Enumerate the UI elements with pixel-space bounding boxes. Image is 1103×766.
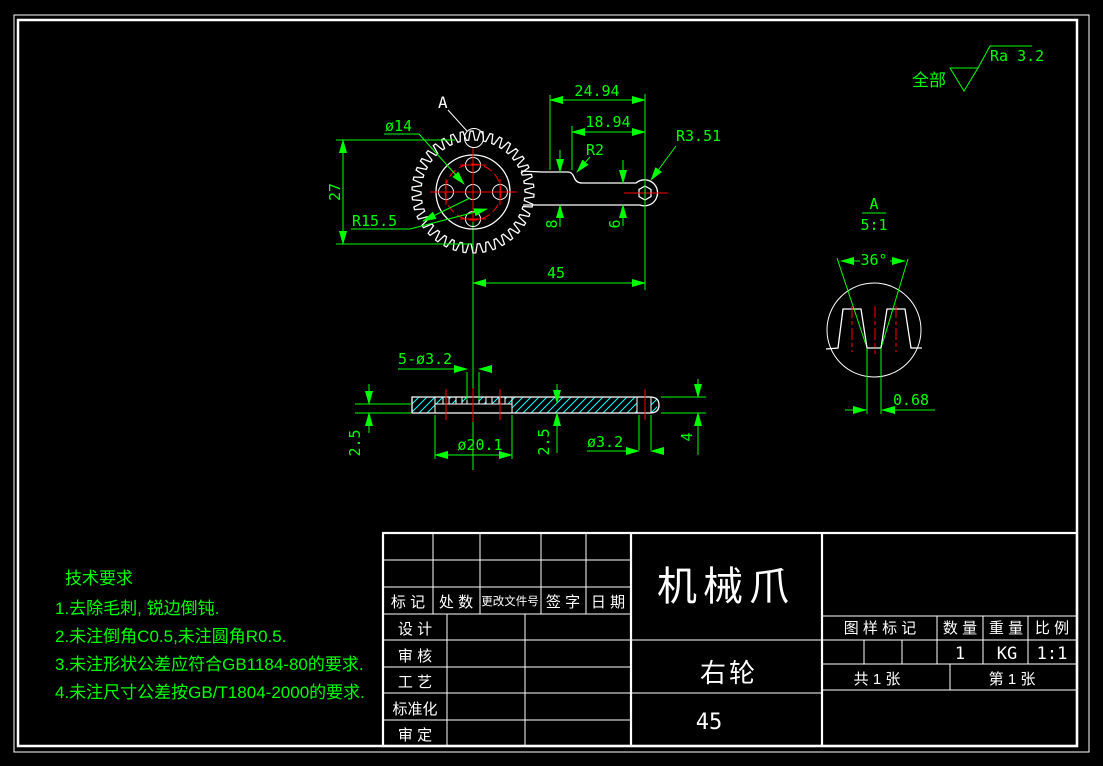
section-view: 5-ø3.2 ø20.1 2.5 2.5 ø3.2 4 xyxy=(346,350,706,459)
dim-18-94-text: 18.94 xyxy=(585,113,630,131)
header-weight: 重 量 xyxy=(989,620,1023,637)
roughness-symbol-tail xyxy=(977,45,1032,69)
dim-4-text: 4 xyxy=(678,432,696,441)
angle-extension-lines xyxy=(836,257,909,346)
section-hole-walls xyxy=(442,397,506,404)
dim-2-5-mid-text: 2.5 xyxy=(535,428,553,455)
dim-36deg-text: 36° xyxy=(860,251,887,269)
detail-boundary-circle xyxy=(826,282,922,378)
detail-a-boundary-circle xyxy=(464,128,484,148)
dim-r15-5-text: R15.5 xyxy=(352,212,397,230)
tooth-centerlines xyxy=(851,306,897,354)
left-grid-columns-bottom xyxy=(446,614,526,746)
dim-r15-5-leader xyxy=(409,208,488,230)
technical-requirements: 技术要求 1.去除毛刺, 锐边倒钝. 2.未注倒角C0.5,未注圆角R0.5. … xyxy=(55,569,365,702)
dim-r3-51-text: R3.51 xyxy=(676,127,721,145)
component-name: 右轮 xyxy=(700,659,758,688)
part-name: 机械爪 xyxy=(657,564,795,609)
dim-24-94-text: 24.94 xyxy=(574,82,619,100)
weight-value: KG xyxy=(997,644,1017,664)
dim-8-text: 8 xyxy=(543,219,561,228)
detail-view-a: A 5:1 36° 0.68 xyxy=(825,195,935,414)
tech-req-item-2: 2.未注倒角C0.5,未注圆角R0.5. xyxy=(55,627,286,646)
tooth-profile-outline xyxy=(825,308,922,350)
surface-roughness-note: 全部 Ra 3.2 xyxy=(912,45,1044,92)
left-grid-columns-top xyxy=(432,533,587,614)
tech-req-item-3: 3.未注形状公差应符合GB1184-80的要求. xyxy=(55,655,364,674)
dim-5-dia3-2-extensions xyxy=(466,372,480,400)
tech-req-item-1: 1.去除毛刺, 锐边倒钝. xyxy=(55,599,219,618)
section-hole-centerlines xyxy=(445,388,646,422)
header-date: 日 期 xyxy=(591,594,625,611)
gear xyxy=(411,128,535,254)
arm-outline xyxy=(520,170,659,207)
detail-a-label: A xyxy=(438,93,448,112)
surface-scope-label: 全部 xyxy=(912,71,946,90)
header-scale: 比 例 xyxy=(1035,620,1069,637)
dim-45-text: 45 xyxy=(547,264,565,282)
dim-24-94-extensions xyxy=(549,94,646,290)
right-grid-columns xyxy=(863,616,1029,690)
section-hatching xyxy=(412,397,657,413)
scale-value: 1:1 xyxy=(1037,644,1068,664)
header-quantity: 数 量 xyxy=(943,620,977,637)
gear-teeth-outline xyxy=(411,130,535,254)
quantity-value: 1 xyxy=(955,644,965,664)
dim-2-5-left-text: 2.5 xyxy=(346,429,364,456)
header-drawing-mark: 图 样 标 记 xyxy=(844,620,917,637)
dim-r3-51-leader xyxy=(650,145,677,181)
row-process: 工 艺 xyxy=(398,674,432,691)
roughness-value: Ra 3.2 xyxy=(990,47,1044,65)
material-label: 45 xyxy=(696,710,723,735)
right-grid-rows xyxy=(822,615,1077,691)
row-check: 审 核 xyxy=(398,648,432,665)
title-block: 标 记 处 数 更改文件号 签 字 日 期 设 计 审 核 工 艺 标准化 审 … xyxy=(381,531,1079,748)
dim-dia20-1-text: ø20.1 xyxy=(457,436,502,454)
sheets-total: 共 1 张 xyxy=(854,671,901,688)
dim-0-68-extensions xyxy=(866,348,882,414)
dim-0-68-text: 0.68 xyxy=(893,391,929,409)
main-view: A 27 ø14 R15.5 24.94 18.94 R2 xyxy=(326,82,721,470)
dim-2-5-left-extensions xyxy=(355,403,411,414)
roughness-symbol-icon xyxy=(949,67,979,92)
header-mark: 标 记 xyxy=(391,594,425,611)
left-grid-rows xyxy=(383,559,631,721)
header-change-file-no: 更改文件号 xyxy=(481,594,539,608)
row-standardization: 标准化 xyxy=(392,701,437,718)
dim-27-extensions xyxy=(336,139,473,245)
header-signature: 签 字 xyxy=(546,594,580,611)
dim-27-text: 27 xyxy=(326,183,344,201)
middle-column-rows xyxy=(631,639,822,694)
dim-r15-5-arrow xyxy=(422,197,471,222)
detail-scale-label: 5:1 xyxy=(860,216,887,234)
gear-centerlines xyxy=(430,148,517,222)
section-outline xyxy=(411,396,660,414)
tech-req-title: 技术要求 xyxy=(65,569,133,588)
row-design: 设 计 xyxy=(398,621,432,638)
dim-dia3-2-extensions xyxy=(638,415,652,450)
detail-a-leader xyxy=(447,109,468,132)
dim-5-dia3-2-text: 5-ø3.2 xyxy=(398,350,452,368)
tech-req-item-4: 4.未注尺寸公差按GB/T1804-2000的要求. xyxy=(55,683,365,702)
sheet-number: 第 1 张 xyxy=(989,670,1036,688)
outer-border xyxy=(13,14,1090,753)
dim-dia14-leader xyxy=(418,133,465,185)
row-approval: 审 定 xyxy=(398,727,432,744)
header-count: 处 数 xyxy=(439,594,473,611)
main-view-dimensions: 27 ø14 R15.5 24.94 18.94 R2 R3.51 xyxy=(326,82,721,290)
dim-r2-leader xyxy=(576,156,591,173)
detail-title-label: A xyxy=(869,195,878,213)
dim-dia3-2-text: ø3.2 xyxy=(587,433,623,451)
dim-dia14-text: ø14 xyxy=(385,117,412,135)
dim-r2-text: R2 xyxy=(586,141,604,159)
dim-6-text: 6 xyxy=(606,219,624,228)
